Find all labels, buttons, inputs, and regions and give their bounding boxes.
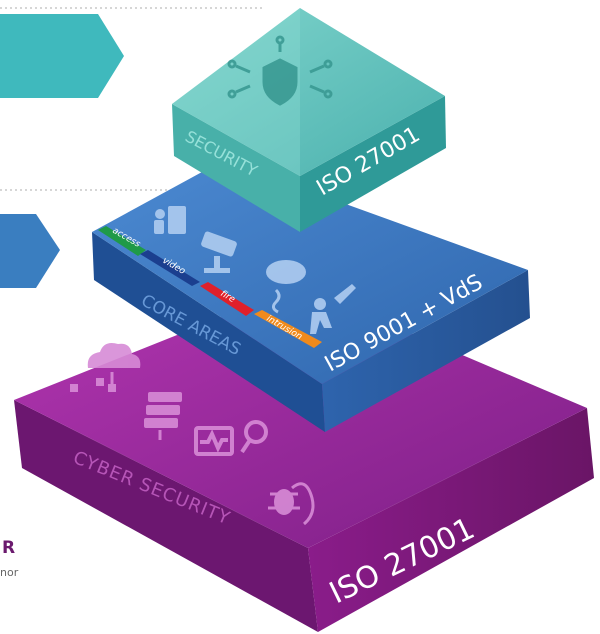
brand-fragment: R [2,538,16,558]
tag-fire [200,282,254,316]
blue-arrow-tab [0,214,60,288]
core-layer-top-face [92,160,528,384]
brand-subtitle-fragment: nor [0,566,19,579]
tag-video [140,250,200,286]
core-layer-left-face [92,232,325,432]
monitor-search-icon [194,420,268,456]
server-rack-icon [144,392,182,440]
teal-arrow-tab [0,14,124,98]
tag-intrusion [254,310,322,348]
security-layer-top-face [172,8,445,176]
shield-network-icon [227,35,333,106]
bug-icon [268,482,315,526]
cyber-layer-right-face [308,408,594,632]
cyber-layer-left-face [14,400,318,632]
security-layer: SECURITY ISO 27001 [172,8,446,232]
camera-icon [201,231,237,273]
security-layer-right-face [300,96,446,232]
tag-access [98,226,146,256]
intruder-icon [310,284,356,334]
core-areas-layer: access video fire intrusion CORE AREAS I… [92,160,530,432]
smoke-detector-icon [266,260,306,314]
security-layer-left-face [172,104,300,232]
cloud-network-icon [70,343,141,392]
access-control-icon [154,206,186,234]
core-layer-right-face [322,270,530,432]
